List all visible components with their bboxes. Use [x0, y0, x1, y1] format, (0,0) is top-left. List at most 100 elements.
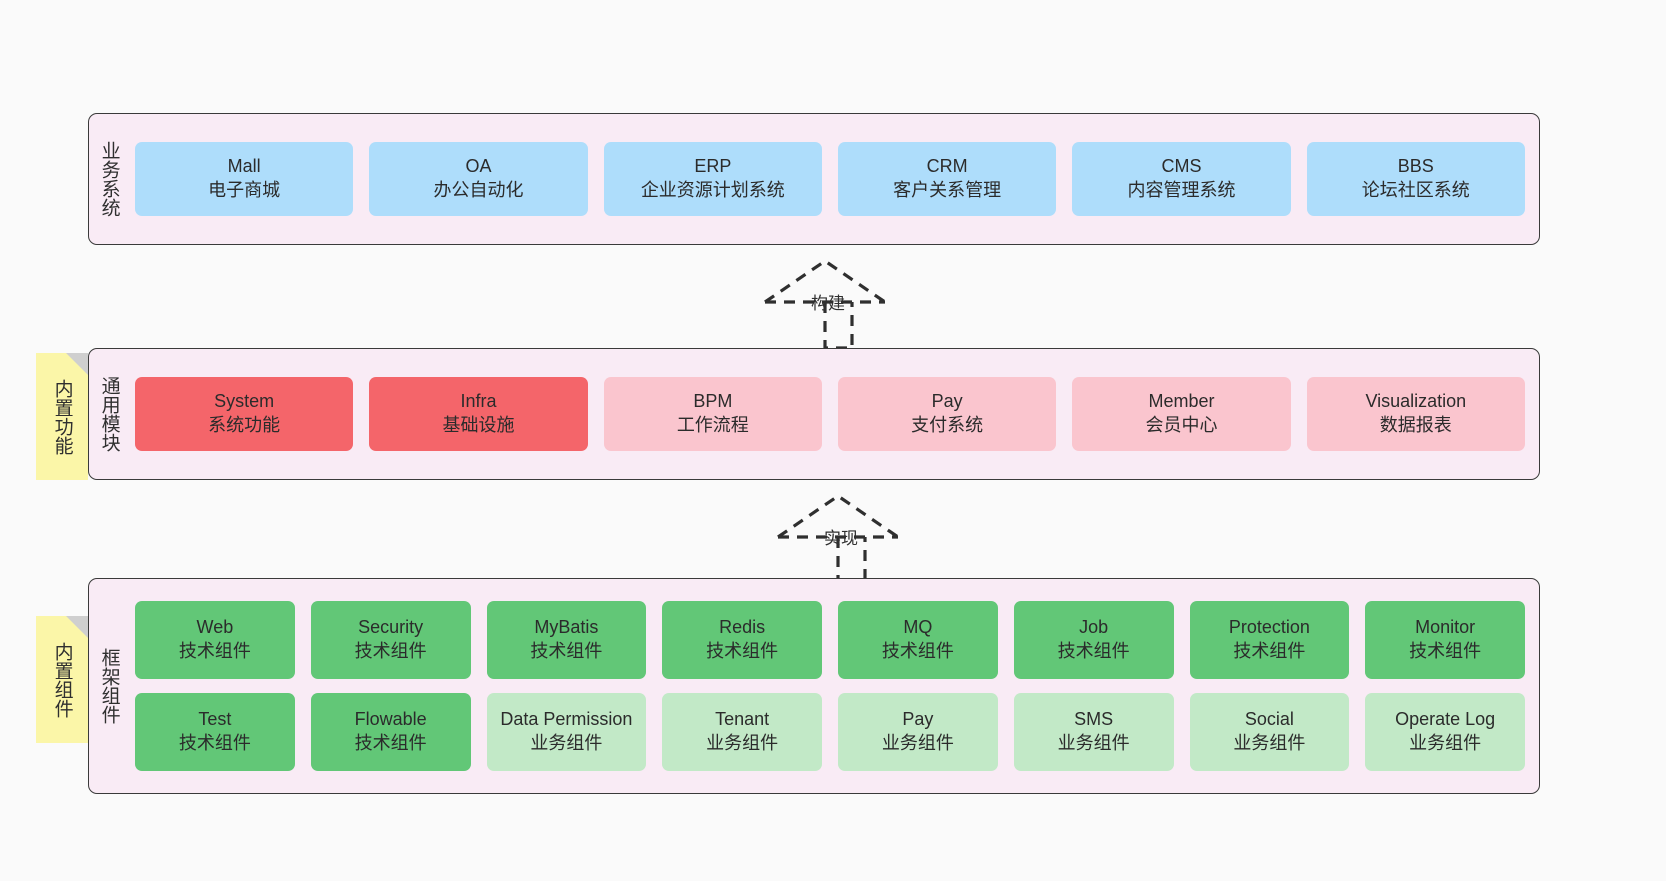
- node-title: Infra: [460, 391, 497, 412]
- node-title: BBS: [1397, 156, 1434, 177]
- node-member[interactable]: Member 会员中心: [1072, 377, 1291, 451]
- node-subtitle: 内容管理系统: [1127, 180, 1236, 200]
- node-test[interactable]: Test 技术组件: [135, 693, 295, 771]
- sticky-note-builtin-features: 内置功能: [36, 353, 88, 480]
- connector-arrowhead: [777, 494, 899, 539]
- layer-title-common-modules: 通用模块: [98, 376, 120, 452]
- node-security[interactable]: Security 技术组件: [310, 601, 471, 679]
- node-title: Mall: [227, 156, 261, 177]
- node-infra[interactable]: Infra 基础设施: [369, 377, 588, 451]
- node-title: Flowable: [354, 709, 427, 730]
- node-sms[interactable]: SMS 业务组件: [1013, 693, 1174, 771]
- node-title: Job: [1079, 617, 1109, 638]
- node-subtitle: 技术组件: [178, 641, 251, 661]
- node-subtitle: 技术组件: [1409, 641, 1482, 661]
- connector-build: 构建: [755, 255, 905, 350]
- layer-body-business-systems: Mall 电子商城 OA 办公自动化 ERP 企业资源计划系统 CRM 客户关系…: [129, 114, 1539, 244]
- node-row: Web 技术组件 Security 技术组件 MyBatis 技术组件 Redi…: [135, 601, 1525, 679]
- node-subtitle: 技术组件: [881, 641, 954, 661]
- sticky-note-label: 内置组件: [51, 641, 73, 718]
- sticky-note-label: 内置功能: [51, 378, 73, 455]
- sticky-fold-icon: [66, 616, 88, 638]
- layer-title-business-systems: 业务系统: [98, 141, 120, 217]
- node-subtitle: 技术组件: [178, 733, 251, 753]
- node-oa[interactable]: OA 办公自动化: [369, 142, 588, 216]
- node-bbs[interactable]: BBS 论坛社区系统: [1306, 142, 1525, 216]
- node-erp[interactable]: ERP 企业资源计划系统: [603, 142, 822, 216]
- node-subtitle: 业务组件: [881, 733, 954, 753]
- node-visualization[interactable]: Visualization 数据报表: [1306, 377, 1525, 451]
- connector-label-implement: 实现: [824, 529, 858, 548]
- node-job[interactable]: Job 技术组件: [1013, 601, 1174, 679]
- node-title: Test: [198, 709, 232, 730]
- node-social[interactable]: Social 业务组件: [1189, 693, 1350, 771]
- node-row: Mall 电子商城 OA 办公自动化 ERP 企业资源计划系统 CRM 客户关系…: [135, 142, 1525, 216]
- node-title: Visualization: [1365, 391, 1467, 412]
- node-system[interactable]: System 系统功能: [135, 377, 354, 451]
- connector-implement: 实现: [768, 490, 918, 585]
- node-subtitle: 技术组件: [530, 641, 603, 661]
- node-operate-log[interactable]: Operate Log 业务组件: [1365, 693, 1525, 771]
- node-title: CRM: [926, 156, 968, 177]
- node-subtitle: 技术组件: [706, 641, 779, 661]
- node-subtitle: 业务组件: [1233, 733, 1306, 753]
- node-tenant[interactable]: Tenant 业务组件: [662, 693, 822, 771]
- node-mybatis[interactable]: MyBatis 技术组件: [486, 601, 647, 679]
- layer-business-systems: 业务系统 Mall 电子商城 OA 办公自动化 ERP 企业资源计划系统 CRM…: [88, 113, 1540, 245]
- layer-body-framework-components: Web 技术组件 Security 技术组件 MyBatis 技术组件 Redi…: [129, 579, 1539, 793]
- node-subtitle: 客户关系管理: [893, 180, 1002, 200]
- node-pay-component[interactable]: Pay 业务组件: [838, 693, 998, 771]
- node-title: ERP: [694, 156, 732, 177]
- node-flowable[interactable]: Flowable 技术组件: [310, 693, 471, 771]
- node-title: Security: [358, 617, 424, 638]
- node-crm[interactable]: CRM 客户关系管理: [837, 142, 1057, 216]
- node-title: CMS: [1161, 156, 1202, 177]
- node-bpm[interactable]: BPM 工作流程: [603, 377, 822, 451]
- sticky-fold-icon: [66, 353, 88, 375]
- node-protection[interactable]: Protection 技术组件: [1189, 601, 1350, 679]
- node-mq[interactable]: MQ 技术组件: [838, 601, 998, 679]
- node-redis[interactable]: Redis 技术组件: [662, 601, 822, 679]
- node-subtitle: 数据报表: [1379, 415, 1452, 435]
- connector-arrowhead: [764, 259, 886, 304]
- node-title: Protection: [1228, 617, 1310, 638]
- node-subtitle: 技术组件: [354, 641, 427, 661]
- node-data-permission[interactable]: Data Permission 业务组件: [486, 693, 647, 771]
- node-title: Operate Log: [1395, 709, 1496, 730]
- node-subtitle: 业务组件: [1409, 733, 1482, 753]
- node-subtitle: 支付系统: [911, 415, 984, 435]
- node-web[interactable]: Web 技术组件: [135, 601, 295, 679]
- node-title: Member: [1148, 391, 1215, 412]
- node-subtitle: 系统功能: [208, 415, 281, 435]
- layer-framework-components: 框架组件 Web 技术组件 Security 技术组件 MyBatis 技术组件…: [88, 578, 1540, 794]
- node-subtitle: 办公自动化: [433, 180, 524, 200]
- node-subtitle: 业务组件: [530, 733, 603, 753]
- node-cms[interactable]: CMS 内容管理系统: [1072, 142, 1291, 216]
- node-title: Pay: [931, 391, 963, 412]
- node-subtitle: 工作流程: [676, 415, 749, 435]
- node-title: Web: [196, 617, 234, 638]
- node-pay-module[interactable]: Pay 支付系统: [837, 377, 1057, 451]
- node-title: Tenant: [715, 709, 770, 730]
- connector-label-build: 构建: [811, 294, 845, 313]
- layer-title-framework-components: 框架组件: [98, 648, 120, 724]
- node-monitor[interactable]: Monitor 技术组件: [1365, 601, 1525, 679]
- sticky-note-builtin-components: 内置组件: [36, 616, 88, 743]
- node-title: MQ: [903, 617, 933, 638]
- node-mall[interactable]: Mall 电子商城: [135, 142, 354, 216]
- node-title: Monitor: [1415, 617, 1476, 638]
- node-subtitle: 业务组件: [706, 733, 779, 753]
- layer-common-modules: 通用模块 System 系统功能 Infra 基础设施 BPM 工作流程 Pay…: [88, 348, 1540, 480]
- node-title: System: [214, 391, 275, 412]
- node-title: Data Permission: [500, 709, 633, 730]
- node-subtitle: 业务组件: [1057, 733, 1130, 753]
- node-subtitle: 企业资源计划系统: [640, 180, 785, 200]
- node-row: System 系统功能 Infra 基础设施 BPM 工作流程 Pay 支付系统…: [135, 377, 1525, 451]
- layer-body-common-modules: System 系统功能 Infra 基础设施 BPM 工作流程 Pay 支付系统…: [129, 349, 1539, 479]
- node-subtitle: 电子商城: [208, 180, 281, 200]
- node-title: Redis: [719, 617, 766, 638]
- node-title: MyBatis: [534, 617, 599, 638]
- node-subtitle: 会员中心: [1145, 415, 1218, 435]
- node-subtitle: 技术组件: [354, 733, 427, 753]
